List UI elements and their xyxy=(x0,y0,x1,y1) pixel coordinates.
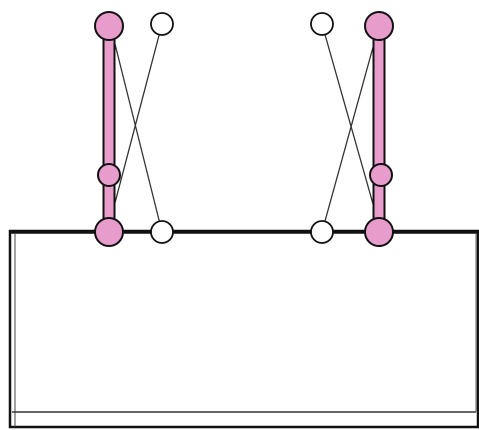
right-crossed-link-pair xyxy=(321,23,378,233)
open-joints xyxy=(150,12,334,244)
left-post-middle-joint xyxy=(97,163,121,187)
right-post-middle-joint xyxy=(369,163,393,187)
right-highlighted-post xyxy=(364,11,394,247)
right-link-b xyxy=(321,39,376,233)
left-highlighted-post xyxy=(94,11,124,247)
left-post-bar xyxy=(102,25,116,233)
left-open-base-joint xyxy=(150,220,174,244)
right-post-base-joint xyxy=(364,217,394,247)
base-block-body xyxy=(8,229,479,429)
base-block xyxy=(8,229,479,429)
right-open-base-joint xyxy=(310,220,334,244)
left-link-b xyxy=(113,39,163,233)
left-post-top-joint xyxy=(94,11,124,41)
left-crossed-link-pair xyxy=(110,23,163,233)
right-open-top-joint xyxy=(310,12,334,36)
right-link-a xyxy=(321,23,378,219)
right-post-top-joint xyxy=(364,11,394,41)
right-post-bar xyxy=(372,25,386,233)
left-post-base-joint xyxy=(94,217,124,247)
left-open-top-joint xyxy=(150,12,174,36)
left-link-a xyxy=(110,23,163,219)
